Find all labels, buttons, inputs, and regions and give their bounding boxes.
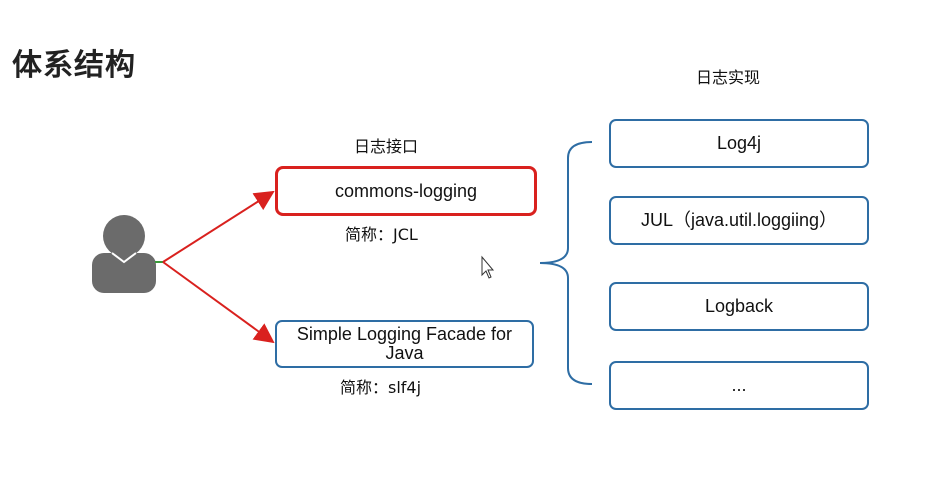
curly-brace xyxy=(539,141,593,385)
jcl-box: commons-logging xyxy=(275,166,537,216)
impl-jul-label: JUL（java.util.loggiing） xyxy=(640,210,838,231)
impl-log4j-box: Log4j xyxy=(609,119,869,168)
slf4j-short-name: 简称：slf4j xyxy=(340,378,422,397)
jcl-short-name: 简称：JCL xyxy=(345,225,418,244)
implementation-header: 日志实现 xyxy=(696,68,761,87)
arrow-to-jcl xyxy=(162,190,275,263)
arrow-to-slf4j xyxy=(162,261,275,344)
slf4j-label: Simple Logging Facade for Java xyxy=(296,324,513,363)
impl-more-label: ... xyxy=(731,375,747,396)
interface-header: 日志接口 xyxy=(354,137,419,156)
page-title: 体系结构 xyxy=(12,48,136,83)
mouse-cursor-icon xyxy=(481,255,495,279)
impl-logback-label: Logback xyxy=(704,296,774,317)
slf4j-box: Simple Logging Facade for Java xyxy=(275,320,534,368)
impl-logback-box: Logback xyxy=(609,282,869,331)
user-icon xyxy=(92,215,156,293)
impl-log4j-label: Log4j xyxy=(716,133,762,154)
impl-jul-box: JUL（java.util.loggiing） xyxy=(609,196,869,245)
impl-more-box: ... xyxy=(609,361,869,410)
jcl-label: commons-logging xyxy=(334,180,478,201)
